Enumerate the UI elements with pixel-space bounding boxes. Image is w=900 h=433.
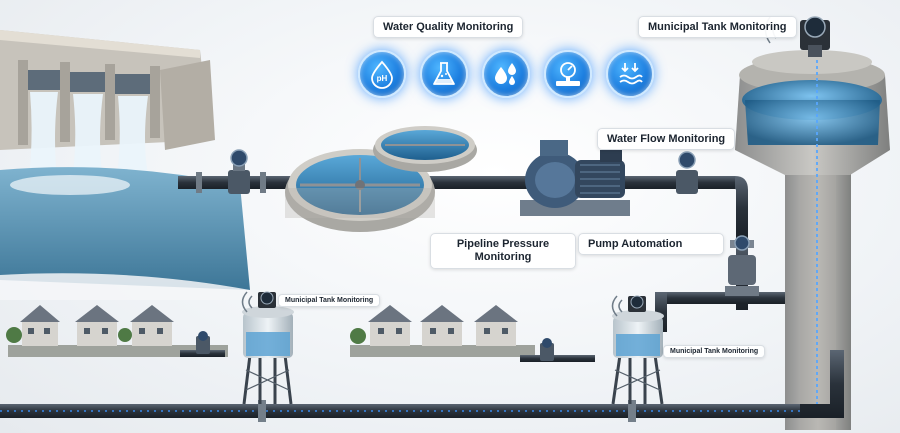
flow-waves-icon (606, 50, 654, 98)
label-water-quality: Water Quality Monitoring (373, 16, 524, 38)
clarifier-large (285, 149, 435, 232)
flow-meter-dam (228, 149, 250, 194)
ph-text: pH (377, 74, 388, 83)
water-drops-icon (482, 50, 530, 98)
label-municipal-tank-right: Municipal Tank Monitoring (663, 345, 766, 358)
neighbourhood-middle (350, 305, 595, 362)
upper-pipeline (178, 172, 785, 332)
pressure-valve (725, 235, 759, 296)
main-water-tower (735, 16, 890, 430)
label-pump-automation: Pump Automation (578, 233, 724, 255)
label-municipal-tank-top: Municipal Tank Monitoring (638, 16, 797, 38)
pump-assembly (520, 140, 630, 216)
label-municipal-tank-left: Municipal Tank Monitoring (278, 294, 381, 307)
tank-left (242, 291, 294, 405)
ph-icon: pH (358, 50, 406, 98)
tank-right (611, 295, 664, 405)
label-pipeline-pressure: Pipeline Pressure Monitoring (430, 233, 576, 269)
label-water-flow: Water Flow Monitoring (597, 128, 736, 150)
lower-pipeline (0, 350, 844, 422)
clarifier-small (373, 126, 477, 172)
dam (0, 30, 260, 300)
flask-icon (420, 50, 468, 98)
flow-meter-tower (676, 151, 698, 194)
pressure-gauge-icon (544, 50, 592, 98)
neighbourhood-left (6, 305, 228, 357)
